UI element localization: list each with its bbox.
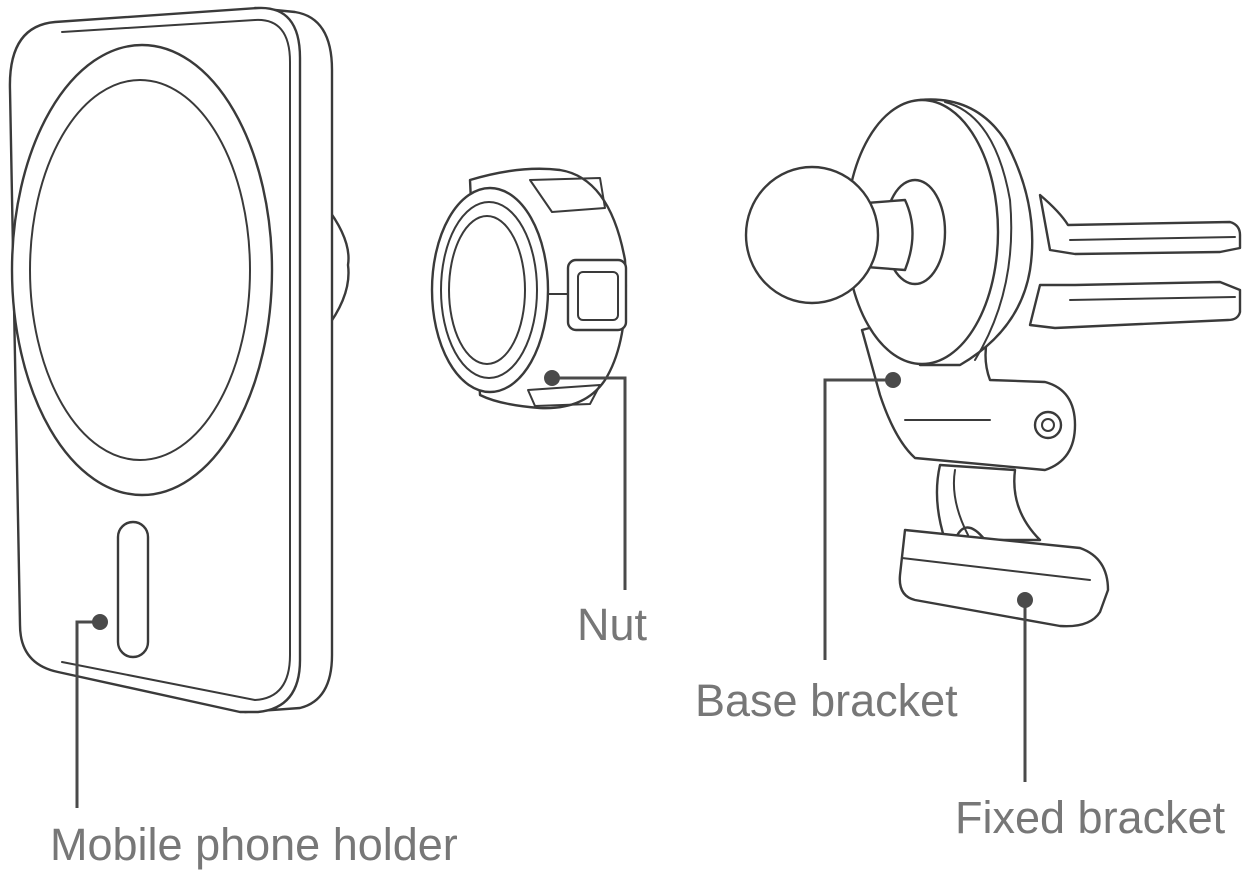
hinge-hole-inner — [1041, 418, 1055, 432]
hinge-hole-outer — [1033, 410, 1063, 440]
fixed-bracket-foot — [898, 528, 1110, 628]
nut-tab-side-inner — [577, 271, 619, 321]
label-mobile-phone-holder: Mobile phone holder — [50, 819, 458, 870]
mobile-phone-holder — [8, 6, 350, 714]
base-bracket — [744, 98, 1077, 472]
vent-clip — [1028, 193, 1242, 330]
magnet-outer-ring — [10, 43, 274, 497]
indicator-slot — [116, 520, 150, 659]
nut-face-outer — [430, 186, 550, 394]
ball-joint — [744, 165, 880, 305]
nut-face-mid — [440, 201, 538, 379]
leader-nut — [552, 376, 627, 590]
vent-clip-top-ridge — [1069, 236, 1236, 241]
fixed-bracket-stem-curve — [952, 469, 969, 536]
label-base-bracket: Base bracket — [695, 675, 958, 726]
vent-clip-top-arm — [1038, 193, 1242, 256]
vent-clip-bottom-arm — [1028, 280, 1242, 330]
nut-tab-bottom — [527, 384, 601, 407]
nut-face-inner — [448, 215, 526, 365]
vent-clip-bottom-ridge — [1069, 296, 1236, 301]
leader-base-bracket — [823, 378, 893, 660]
holder-front-inner-edge — [61, 18, 291, 701]
leader-dot-nut — [544, 370, 560, 386]
leader-lines — [75, 370, 1033, 808]
magnet-inner-ring — [29, 79, 251, 461]
nut-tab-top — [529, 177, 606, 213]
mount-disc-ridge — [944, 101, 1013, 361]
fixed-bracket — [898, 463, 1110, 628]
leader-dot-fixed-bracket — [1017, 592, 1033, 608]
label-nut: Nut — [577, 599, 648, 650]
leader-dot-base-bracket — [885, 372, 901, 388]
fixed-bracket-stem — [935, 463, 1042, 542]
leader-dot-phone-holder — [92, 614, 108, 630]
label-fixed-bracket: Fixed bracket — [955, 792, 1226, 843]
nut — [430, 167, 628, 410]
fixed-bracket-foot-edge — [901, 557, 1091, 581]
